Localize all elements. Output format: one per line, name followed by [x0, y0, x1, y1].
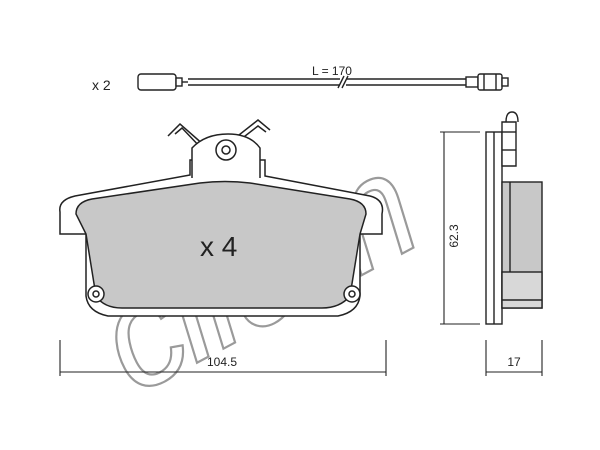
sensor-length-label: L = 170: [312, 64, 352, 78]
side-underlayer: [501, 271, 543, 309]
pad-left-mount-hole-inner: [92, 290, 100, 298]
sensor-left-plug: [137, 73, 177, 91]
thickness-dimension: [485, 340, 543, 376]
sensor-break-mark-2: [341, 75, 349, 89]
wear-sensor: [137, 73, 509, 91]
sensor-right-collar: [465, 76, 479, 88]
pad-friction-material: [75, 180, 367, 309]
sensor-right-plug: [477, 73, 503, 91]
height-dimension: [440, 131, 480, 325]
pad-quantity-label: x 4: [200, 231, 237, 262]
pad-side-view: [485, 111, 543, 325]
sensor-break-mark-1: [337, 75, 345, 89]
width-label: 104.5: [207, 355, 237, 369]
height-label: 62.3: [447, 224, 461, 248]
side-spring-clip-loop: [505, 111, 519, 123]
pad-front-view: [59, 119, 384, 317]
side-spring-clip: [501, 121, 517, 167]
thickness-label: 17: [507, 355, 521, 369]
pad-right-mount-hole-inner: [348, 290, 356, 298]
width-dimension: [59, 340, 387, 376]
sensor-left-collar: [175, 77, 183, 87]
sensor-quantity-label: x 2: [92, 77, 111, 93]
sensor-right-tip: [501, 77, 509, 87]
pad-top-tab-hole-inner: [221, 145, 231, 155]
